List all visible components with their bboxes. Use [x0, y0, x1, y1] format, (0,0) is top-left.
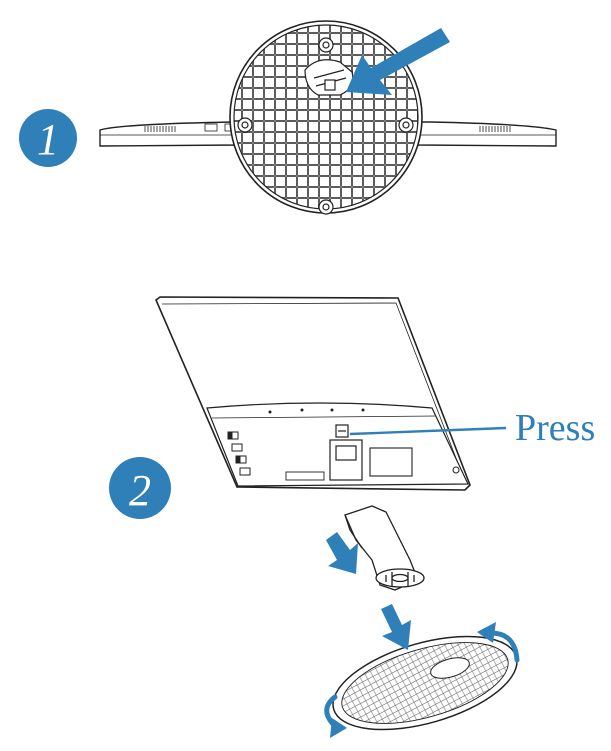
neck-arrow: [326, 532, 358, 574]
monitor-right-edge: [417, 121, 557, 147]
rotate-arrow-head-1: [477, 622, 496, 643]
press-label: Press: [515, 407, 595, 449]
io-ports: [227, 431, 251, 476]
base-arrow: [381, 604, 411, 650]
rotate-arrow-head-2: [330, 718, 347, 738]
step-2-illustration: [155, 296, 520, 738]
stand-base-bottom-view: [332, 635, 518, 731]
monitor-left-edge: [99, 121, 241, 147]
step-1-arrow: [346, 28, 450, 95]
step-2-badge: 2: [109, 457, 171, 519]
press-callout-line: [349, 426, 507, 436]
stand-neck: [344, 505, 425, 591]
stand-mount: [329, 424, 363, 481]
step-2-number: 2: [129, 466, 151, 515]
step-1-illustration: [99, 20, 557, 215]
step-1-badge: 1: [19, 109, 77, 167]
step-1-number: 1: [37, 115, 59, 164]
screw-bosses: [237, 37, 414, 215]
